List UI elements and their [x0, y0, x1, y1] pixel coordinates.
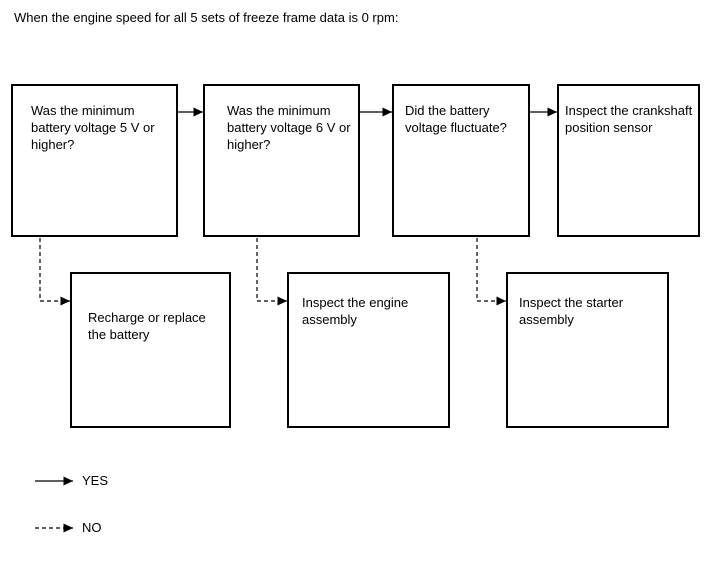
box-label: Inspect the crankshaft position sensor [565, 103, 693, 135]
legend-yes-label: YES [82, 473, 109, 488]
box-recharge-battery: Recharge or replace the battery [70, 272, 231, 428]
box-label: Was the minimum battery voltage 5 V or h… [31, 103, 155, 152]
box-was-voltage-5v: Was the minimum battery voltage 5 V or h… [11, 84, 178, 237]
box-voltage-fluctuate: Did the battery voltage fluctuate? [392, 84, 530, 237]
box-was-voltage-6v: Was the minimum battery voltage 6 V or h… [203, 84, 360, 237]
legend-no-label: NO [82, 520, 102, 535]
no-connector [476, 238, 506, 306]
box-inspect-engine: Inspect the engine assembly [287, 272, 450, 428]
page-title: When the engine speed for all 5 sets of … [14, 10, 399, 25]
box-label: Inspect the engine assembly [302, 295, 409, 327]
box-inspect-crankshaft-sensor: Inspect the crankshaft position sensor [557, 84, 700, 237]
box-label: Inspect the starter assembly [519, 295, 624, 327]
box-inspect-starter: Inspect the starter assembly [506, 272, 669, 428]
box-label: Was the minimum battery voltage 6 V or h… [227, 103, 351, 152]
no-connector [256, 238, 287, 306]
no-connector [39, 238, 70, 306]
box-label: Did the battery voltage fluctuate? [405, 103, 507, 135]
box-label: Recharge or replace the battery [88, 310, 206, 342]
